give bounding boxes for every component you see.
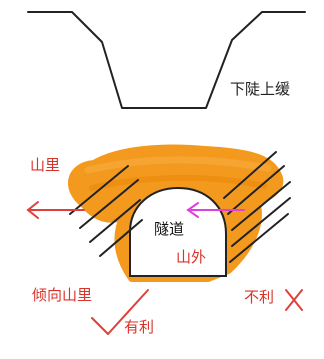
slope-label: 下陡上缓 <box>230 80 291 98</box>
mountain-inside-label: 山里 <box>30 156 61 174</box>
rock-brush-stroke <box>84 156 272 174</box>
rock-brush-stroke <box>89 174 267 191</box>
tunnel-label: 隧道 <box>154 220 185 238</box>
check-mark-icon <box>91 289 149 335</box>
magenta-arrow-icon <box>186 202 245 218</box>
cross-mark-icon <box>285 289 303 311</box>
mountain-outside-label: 山外 <box>176 248 207 266</box>
favorable-label: 有利 <box>124 318 155 336</box>
inclined-inside-label: 倾向山里 <box>32 286 93 304</box>
right-hatch <box>223 151 291 263</box>
left-hatch <box>69 165 143 257</box>
left-arrow-icon <box>26 201 85 219</box>
slope-profile-line <box>27 11 306 109</box>
unfavorable-label: 不利 <box>244 288 275 306</box>
